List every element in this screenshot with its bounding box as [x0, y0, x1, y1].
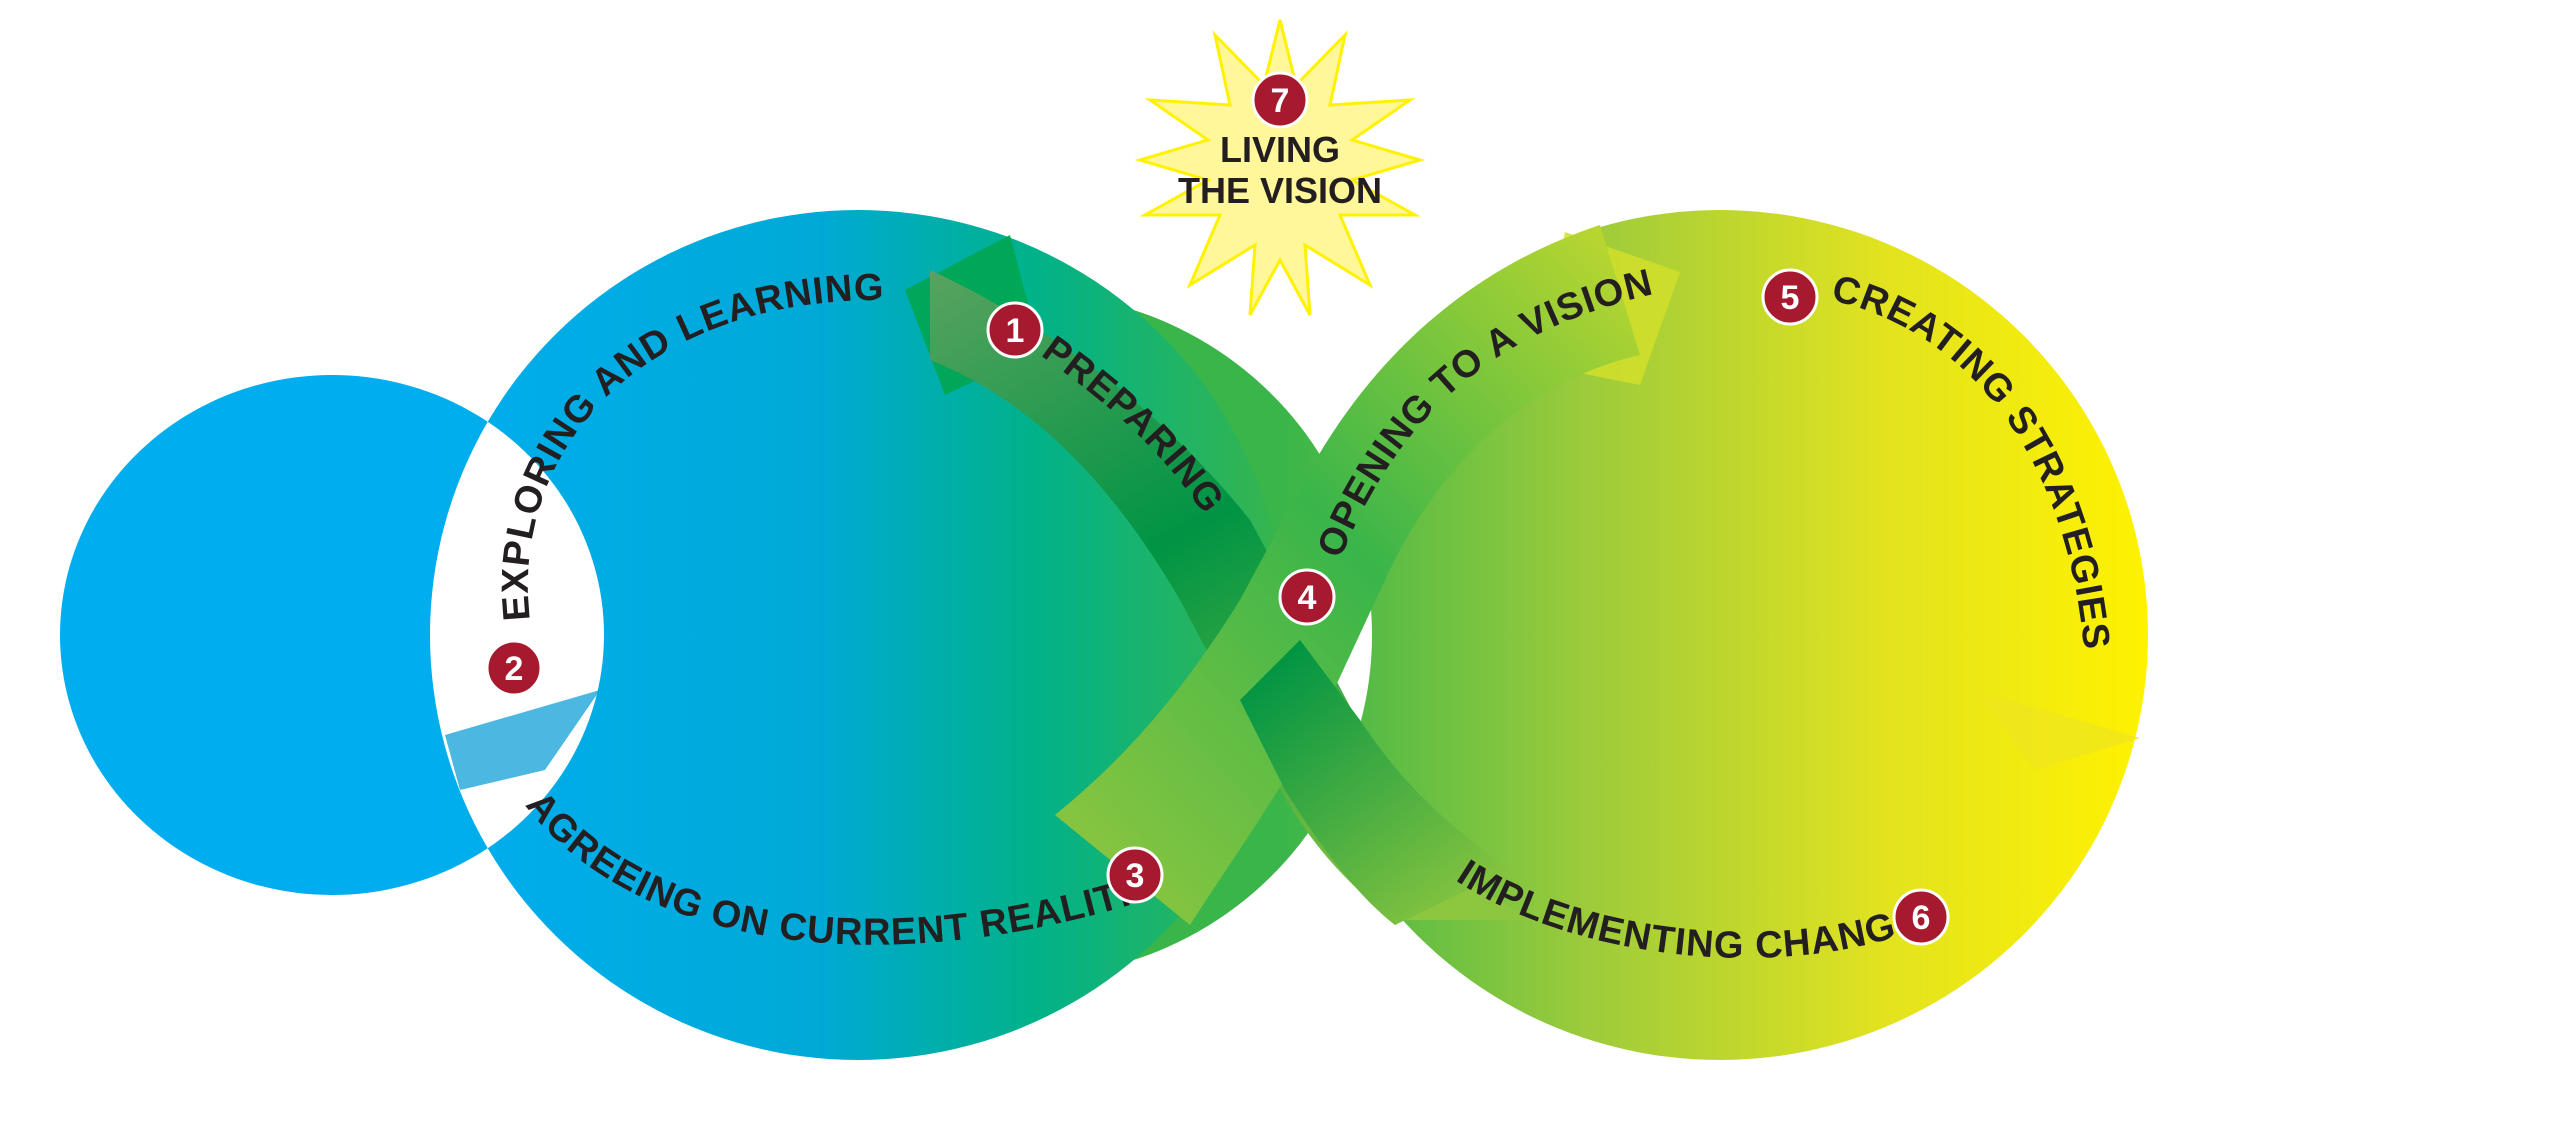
- arrow-fold-creating: [1975, 690, 2140, 770]
- crossing-band-down: [930, 270, 1540, 920]
- step-3-badge: 3: [1106, 846, 1164, 904]
- step-4-number: 4: [1298, 579, 1317, 617]
- step-6-number: 6: [1912, 899, 1931, 937]
- step-1-badge: 1: [986, 301, 1044, 359]
- step-1-number: 1: [1006, 312, 1025, 350]
- step-7-number: 7: [1271, 82, 1290, 120]
- step-7-badge: 7: [1251, 71, 1309, 129]
- step-2-badge: 2: [485, 639, 543, 697]
- step-3-number: 3: [1126, 857, 1145, 895]
- step-2-number: 2: [505, 650, 524, 688]
- step-7-label-line1: LIVING: [1220, 129, 1340, 170]
- step-7-label-line2: THE VISION: [1178, 170, 1382, 211]
- step-4-badge: 4: [1278, 568, 1336, 626]
- step-6-badge: 6: [1892, 888, 1950, 946]
- crossing-band-up: [1055, 225, 1640, 925]
- step-5-number: 5: [1781, 279, 1800, 317]
- crossing-band-lower-right: [1240, 640, 1510, 925]
- step-5-badge: 5: [1761, 268, 1819, 326]
- starburst-shape: [1134, 19, 1426, 316]
- left-loop-band: [60, 209, 1286, 1061]
- arrow-fold-agreeing: [445, 690, 600, 790]
